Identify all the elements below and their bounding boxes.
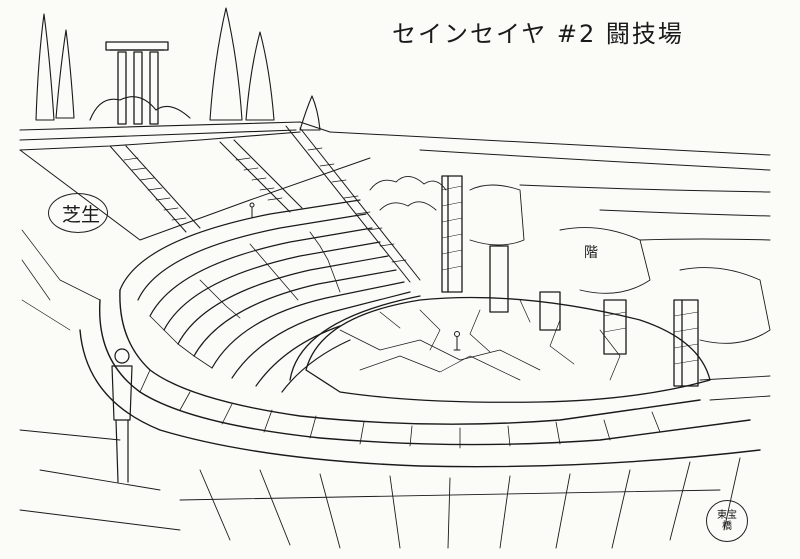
small-figures — [249, 202, 461, 351]
grass-label: 芝生 — [62, 204, 101, 226]
rocky-terrain — [469, 184, 771, 401]
artist-stamp: 東宝 橋 — [706, 500, 748, 542]
cypress-trees — [35, 7, 321, 131]
outer-ring — [79, 289, 761, 468]
arena-cracks — [339, 299, 621, 381]
grass-label-circle — [48, 193, 108, 233]
stage-pillars — [441, 175, 699, 387]
ring-blocks — [139, 369, 661, 449]
left-grass-field — [21, 229, 101, 331]
background-shrubs — [369, 176, 447, 211]
pillar-hatching — [441, 185, 699, 365]
hill-terrace — [19, 121, 331, 151]
sheet-title: セインセイヤ #2 闘技場 — [392, 20, 684, 48]
standing-figure — [111, 348, 133, 483]
ruined-colonnade — [105, 41, 169, 125]
seating-tiers — [119, 199, 411, 393]
steps-label: 階 — [584, 245, 598, 261]
seating-dividers — [149, 231, 341, 369]
arena-floor — [289, 295, 711, 403]
horizon-lines — [329, 131, 771, 241]
stair-steps — [123, 147, 407, 263]
foreground-stones — [19, 429, 741, 549]
